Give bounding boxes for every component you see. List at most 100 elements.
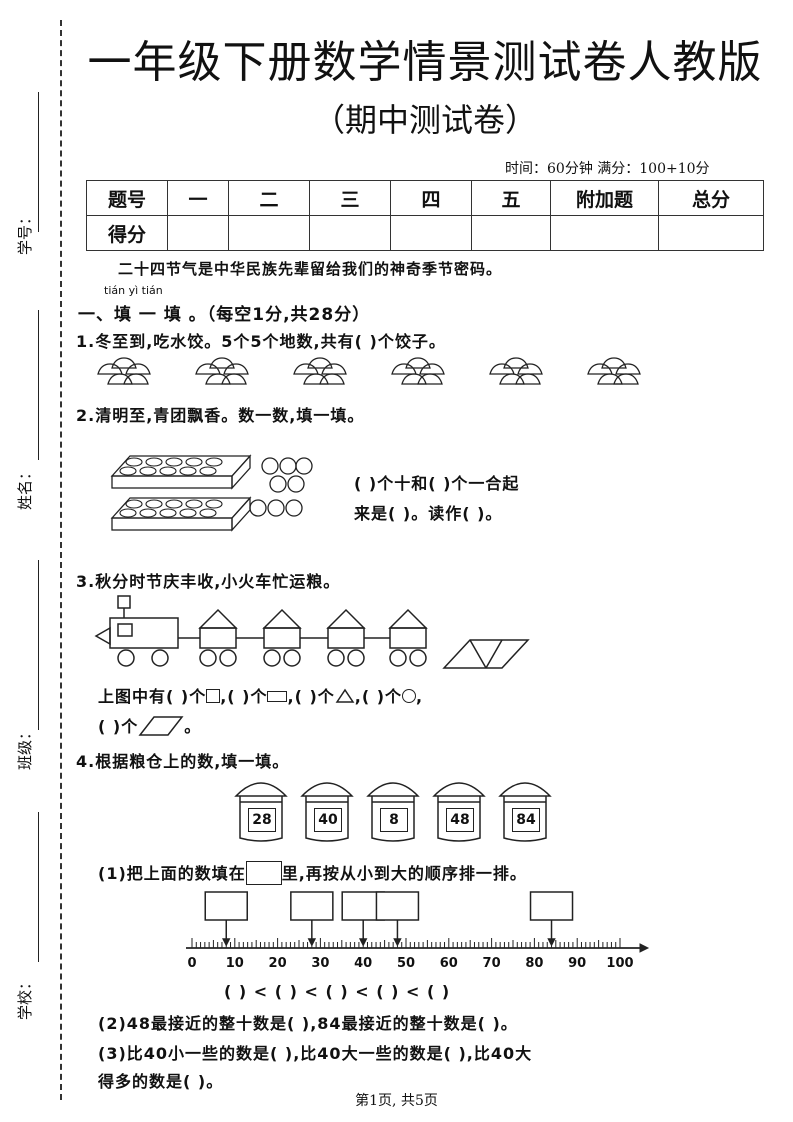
answer-text: 。: [184, 717, 202, 736]
score-cell: 题号: [86, 180, 168, 216]
granary: 40: [298, 772, 356, 844]
section1-heading: 一、填 一 填 。（每空1分,共28分）: [78, 305, 371, 325]
granary-number: 40: [314, 808, 342, 832]
number-line-answer-box[interactable]: [204, 891, 248, 921]
number-line-answer-box[interactable]: [290, 891, 334, 921]
dumpling-icon: [601, 357, 627, 369]
qingtuan-icon: [185, 499, 203, 509]
score-input-cell[interactable]: [471, 215, 551, 251]
dumpling-icon: [515, 373, 541, 385]
class-label: 班级：: [16, 724, 34, 770]
order-line: ( ) < ( ) < ( ) < ( ) < ( ): [224, 982, 451, 1001]
qingtuan-icon: [199, 466, 217, 476]
granary-number: 8: [380, 808, 408, 832]
axis-tick-label: 70: [483, 956, 501, 971]
granary-number: 48: [446, 808, 474, 832]
dumpling-icon: [499, 373, 525, 385]
answer-text: 里,再按从小到大的顺序排一排。: [281, 864, 527, 883]
granary-icon: [366, 782, 420, 842]
score-input-cell[interactable]: [228, 215, 310, 251]
axis-tick-label: 90: [568, 956, 586, 971]
dumpling-icon: [205, 373, 231, 385]
score-input-cell[interactable]: [390, 215, 472, 251]
qingtuan-icon: [185, 457, 203, 467]
qingtuan-icon: [139, 466, 157, 476]
score-cell: 三: [309, 180, 391, 216]
dumpling-icon: [307, 357, 333, 369]
axis-tick-label: 60: [440, 956, 458, 971]
score-cell: 得分: [86, 215, 168, 251]
school-line: [38, 812, 39, 962]
granary: 28: [232, 772, 290, 844]
time-info: 时间：60分钟 满分：100+10分: [505, 161, 710, 177]
granary-number: 84: [512, 808, 540, 832]
class-line: [38, 560, 39, 730]
qingtuan-icon: [199, 508, 217, 518]
name-label: 姓名：: [16, 464, 34, 510]
dumpling-icon: [221, 373, 247, 385]
granary: 84: [496, 772, 554, 844]
qingtuan-icon: [125, 499, 143, 509]
axis-tick-label: 20: [269, 956, 287, 971]
dumpling-icon: [489, 363, 515, 375]
page-subtitle: （期中测试卷）: [312, 101, 537, 139]
score-input-cell[interactable]: [167, 215, 229, 251]
qingtuan-icon: [119, 466, 137, 476]
question-1: 1.冬至到,吃水饺。5个5个地数,共有( )个饺子。: [76, 332, 446, 351]
qingtuan-icon: [205, 457, 223, 467]
dumpling-icon: [613, 373, 639, 385]
student-no-label: 学号：: [16, 209, 34, 255]
granary: 48: [430, 772, 488, 844]
score-input-cell[interactable]: [309, 215, 391, 251]
dumpling-icon: [321, 363, 347, 375]
dumpling-icon: [587, 363, 613, 375]
question-3: 3.秋分时节庆丰收,小火车忙运粮。: [76, 572, 341, 591]
granary-number: 28: [248, 808, 276, 832]
number-line-answer-box[interactable]: [529, 891, 574, 921]
score-input-cell[interactable]: [658, 215, 764, 251]
answer-text: ,: [416, 687, 424, 706]
page-footer: 第1页, 共5页: [355, 1093, 438, 1109]
dumpling-icon: [503, 357, 529, 369]
score-cell: 四: [390, 180, 472, 216]
question-3-answer-line1: 上图中有( )个,( )个,( )个,( )个,: [98, 683, 423, 707]
dumpling-icon: [303, 373, 329, 385]
qingtuan-icon: [145, 457, 163, 467]
qingtuan-icon: [165, 499, 183, 509]
score-cell: 总分: [658, 180, 764, 216]
granary-icon: [432, 782, 486, 842]
intro-text: 二十四节气是中华民族先辈留给我们的神奇季节密码。: [118, 260, 503, 278]
dumplings-illustration: [97, 357, 641, 385]
qingtuan-icon: [179, 466, 197, 476]
granary-icon: [234, 782, 288, 842]
score-table-header-row: 题号 一 二 三 四 五 附加题 总分: [86, 180, 764, 216]
qingtuan-icon: [159, 466, 177, 476]
dumpling-icon: [391, 363, 417, 375]
score-cell: 一: [167, 180, 229, 216]
dumpling-icon: [615, 363, 641, 375]
qingtuan-icon: [119, 508, 137, 518]
dumpling-icon: [293, 363, 319, 375]
binding-dashed-line: [60, 20, 62, 1100]
school-label: 学校：: [16, 974, 34, 1020]
dumpling-icon: [417, 373, 443, 385]
dumpling-icon: [195, 363, 221, 375]
circle-icon: [402, 689, 417, 703]
axis-tick-label: 50: [397, 956, 415, 971]
axis-tick-label: 100: [606, 956, 633, 971]
question-3-answer-line2: ( )个。: [98, 713, 201, 737]
score-input-cell[interactable]: [550, 215, 659, 251]
question-4-sub2: (2)48最接近的整十数是( ),84最接近的整十数是( )。: [98, 1014, 518, 1033]
axis-tick-label: 80: [525, 956, 543, 971]
triangle-icon: [335, 688, 355, 703]
axis-tick-label: 0: [187, 956, 196, 971]
dumpling-icon: [223, 363, 249, 375]
dumpling-icon: [517, 363, 543, 375]
question-2-line2: 来是( )。读作( )。: [354, 504, 503, 523]
score-table: 题号 一 二 三 四 五 附加题 总分 得分: [86, 180, 764, 251]
number-line-answer-box[interactable]: [375, 891, 420, 921]
question-4-sub1: (1)把上面的数填在里,再按从小到大的顺序排一排。: [98, 860, 527, 885]
axis-tick-label: 40: [354, 956, 372, 971]
parallelogram-icon: [138, 716, 184, 736]
